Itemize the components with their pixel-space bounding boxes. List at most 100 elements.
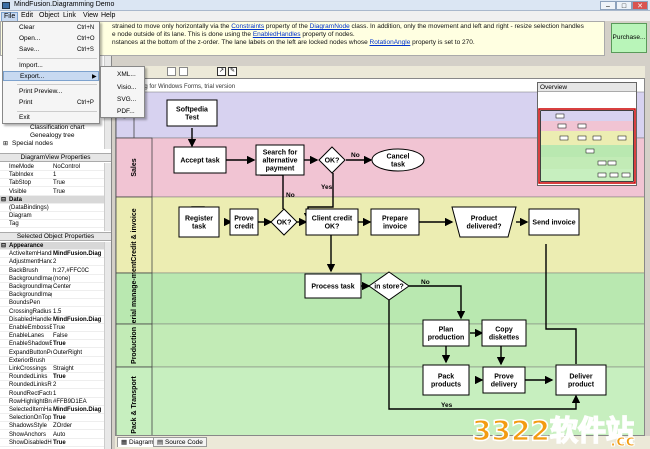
rotationangle-link[interactable]: RotationAngle [369, 39, 411, 47]
property-value[interactable]: True [53, 188, 66, 195]
property-row[interactable]: BackgroundImag [0, 291, 104, 300]
property-value[interactable]: True [53, 415, 66, 422]
property-value[interactable]: MindFusion.Diag [53, 316, 102, 323]
node-process[interactable]: Process task [304, 273, 362, 299]
lane-header[interactable] [116, 323, 153, 368]
lane-header[interactable] [116, 196, 153, 274]
property-row[interactable]: ExteriorBrush [0, 357, 104, 365]
property-value[interactable]: #FFB9D1EA [53, 398, 87, 405]
menu-view[interactable]: View [83, 12, 99, 19]
menu-item-exit[interactable]: Exit [19, 114, 30, 121]
property-value[interactable]: (none) [53, 275, 71, 282]
property-value[interactable]: Auto [53, 431, 66, 438]
tab-diagram[interactable]: ▦ Diagram [117, 437, 158, 447]
export-visio[interactable]: Visio... [117, 84, 137, 91]
constraints-link[interactable]: Constraints [231, 23, 265, 30]
property-value[interactable]: 2 [53, 382, 57, 389]
close-button[interactable]: ✕ [632, 1, 648, 10]
property-value[interactable]: Center [53, 284, 72, 290]
menu-edit[interactable]: Edit [21, 12, 34, 19]
menu-item-save[interactable]: Save...Ctrl+S [19, 46, 94, 53]
menu-item-print-preview[interactable]: Print Preview... [19, 88, 63, 95]
property-value[interactable]: False [53, 333, 68, 340]
property-row[interactable]: BackgroundImag(none) [0, 275, 104, 283]
export-xml[interactable]: XML... [117, 71, 136, 78]
node-send[interactable]: Send invoice [528, 208, 580, 236]
draw-tool-icon[interactable]: ✎ [228, 67, 237, 76]
enabledhandles-link[interactable]: EnabledHandles [252, 31, 301, 39]
maximize-button[interactable]: □ [616, 1, 632, 10]
property-value[interactable]: MindFusion.Diag [53, 251, 102, 258]
property-value[interactable]: True [53, 180, 66, 187]
selected-props-scrollbar[interactable] [104, 242, 111, 449]
property-value[interactable]: Straight [53, 366, 74, 372]
property-value[interactable]: 1 [53, 390, 57, 397]
property-value[interactable]: True [53, 374, 66, 381]
export-svg[interactable]: SVG... [117, 96, 137, 103]
node-ok1[interactable]: OK? [318, 146, 346, 174]
menu-link[interactable]: Link [63, 12, 76, 19]
property-value[interactable]: 1.5 [53, 308, 62, 315]
node-ok2[interactable]: OK? [270, 208, 298, 236]
lane-header[interactable] [116, 137, 153, 198]
toolbar-btn-2[interactable] [179, 67, 188, 76]
menu-object[interactable]: Object [39, 12, 60, 19]
property-value[interactable]: MindFusion.Diag [53, 407, 102, 413]
overview-panel[interactable]: Overview [537, 82, 637, 186]
minimize-button[interactable]: – [600, 1, 616, 10]
property-value[interactable]: NoControl [53, 164, 81, 170]
expand-icon[interactable]: ⊞ [3, 141, 9, 147]
node-instore[interactable]: in store? [368, 271, 410, 301]
collapse-icon[interactable]: ⊟ [1, 243, 7, 249]
menu-help[interactable]: Help [101, 12, 116, 19]
property-category[interactable]: ⊟Appearance [0, 242, 104, 250]
props-scrollbar[interactable] [104, 163, 111, 231]
property-value[interactable]: 1 [53, 172, 57, 179]
property-value[interactable]: True [53, 439, 66, 446]
tab-source-code[interactable]: ▤ Source Code [153, 437, 207, 447]
node-accept[interactable]: Accept task [173, 146, 227, 174]
property-value[interactable]: OuterRight [53, 349, 83, 356]
menu-item-import[interactable]: Import... [19, 62, 43, 69]
property-value[interactable]: h:27,#FFC0C [53, 267, 90, 274]
diagramnode-link[interactable]: DiagramNode [309, 23, 350, 30]
property-row[interactable]: (DataBindings) [0, 204, 104, 212]
tree-item-genealogy[interactable]: Genealogy tree [30, 132, 75, 139]
toolbar-btn-1[interactable] [167, 67, 176, 76]
property-value[interactable]: True [53, 325, 66, 331]
menu-item-export[interactable]: Export...▶ [3, 71, 99, 81]
property-row[interactable]: Tag [0, 220, 104, 229]
property-value[interactable]: 2 [53, 259, 57, 266]
